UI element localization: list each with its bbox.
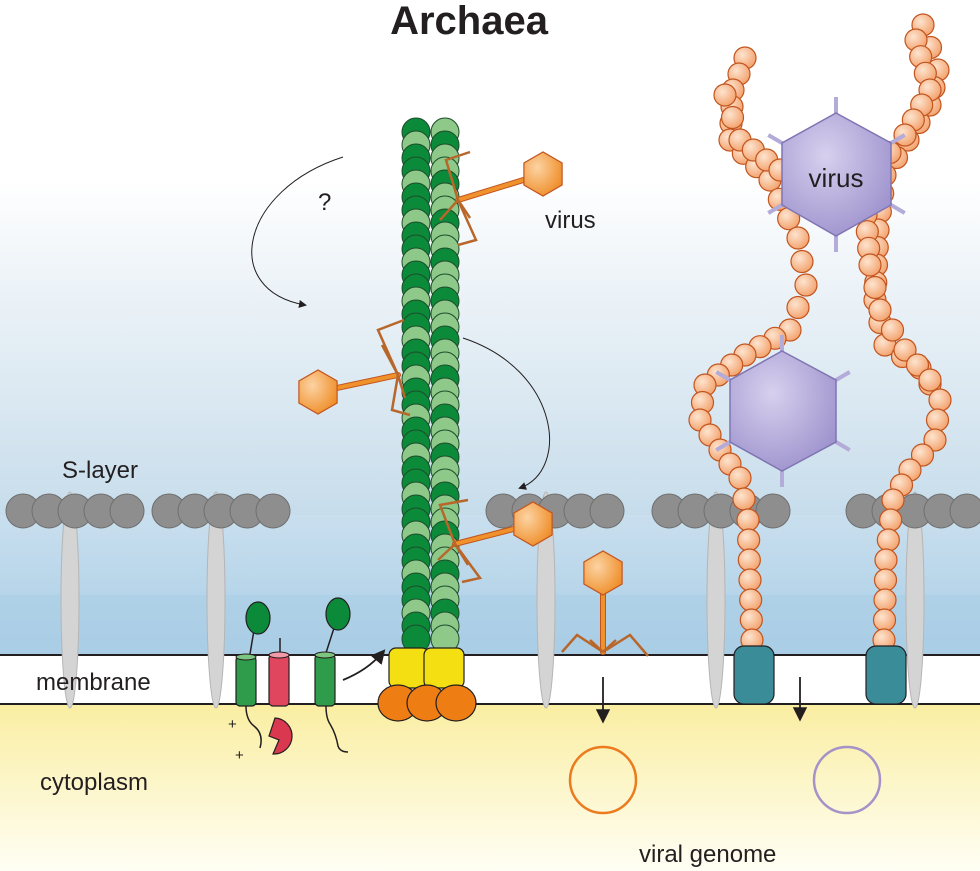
membrane-protein-icon (314, 597, 351, 753)
assembly-arrow (342, 649, 386, 681)
cytoplasm-label: cytoplasm (40, 769, 148, 796)
viral-genome-label: viral genome (639, 841, 776, 868)
archaeal-pilus (401, 117, 460, 654)
virus-capsid-label: virus (809, 163, 864, 193)
icosahedral-virus-icon (715, 335, 851, 487)
membrane-protein-icon (235, 601, 271, 749)
pilus-atpase (377, 647, 477, 722)
tailed-virus-icon (561, 550, 649, 657)
virus-tail-label: virus (545, 207, 596, 234)
filament-anchors (733, 645, 907, 705)
membrane-region (0, 655, 980, 704)
s-layer-protein-icon (5, 491, 145, 709)
s-layer-label: S-layer (62, 457, 138, 484)
genome-injection (568, 677, 882, 815)
charge-label-2: + (235, 747, 244, 764)
bead-filament (713, 83, 792, 182)
membrane-label: membrane (36, 669, 151, 696)
tailed-virus-icon (439, 150, 563, 247)
s-layer-protein-icon (651, 491, 791, 709)
membrane-proteins: + + (228, 597, 386, 764)
page-title: Archaea (390, 0, 549, 43)
curved-arrow-upper (251, 156, 344, 308)
viral-genome-purple (812, 745, 882, 815)
tailed-virus-icon (437, 498, 553, 584)
question-mark-label: ? (318, 189, 331, 216)
curved-arrow-lower (462, 337, 551, 490)
s-layer-protein-icon (151, 491, 291, 709)
cytoplasm-region (0, 705, 980, 871)
viral-genome-orange (568, 745, 638, 815)
charge-label-1: + (228, 716, 237, 733)
tailed-virus-icon (298, 318, 411, 417)
tailed-viruses (298, 150, 649, 657)
icosahedral-virus-icon: virus (767, 97, 906, 252)
peptidase-protein (268, 638, 293, 755)
